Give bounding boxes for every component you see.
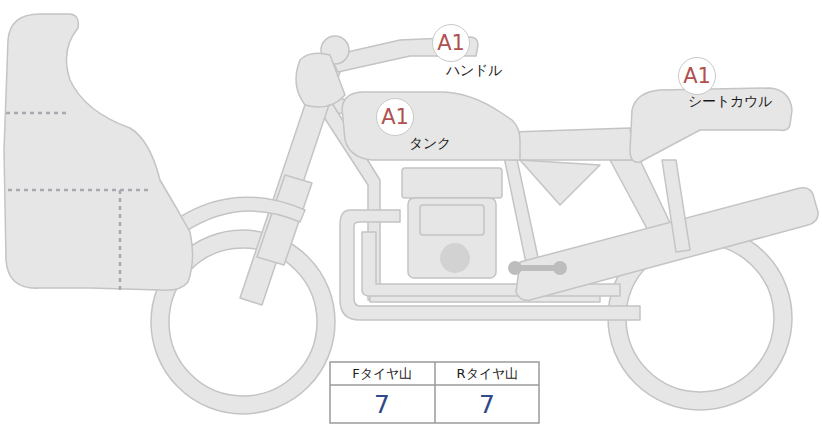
callout-number: A1 bbox=[432, 24, 470, 62]
callout-number: A1 bbox=[381, 107, 409, 128]
table-cell: Rタイヤ山 bbox=[456, 367, 517, 381]
callout-number: A1 bbox=[683, 66, 711, 87]
callout-number: A1 bbox=[437, 33, 465, 54]
part-name: ハンドル bbox=[446, 63, 502, 78]
part-name: タンク bbox=[409, 136, 451, 151]
table-cell: Fタイヤ山 bbox=[352, 367, 411, 381]
tread-table bbox=[330, 362, 539, 423]
table-cell: 7 bbox=[374, 391, 390, 419]
table-cell: 7 bbox=[479, 391, 495, 419]
part-name: シートカウル bbox=[688, 94, 772, 109]
callout-number: A1 bbox=[376, 98, 414, 136]
callout-number: A1 bbox=[678, 57, 716, 95]
